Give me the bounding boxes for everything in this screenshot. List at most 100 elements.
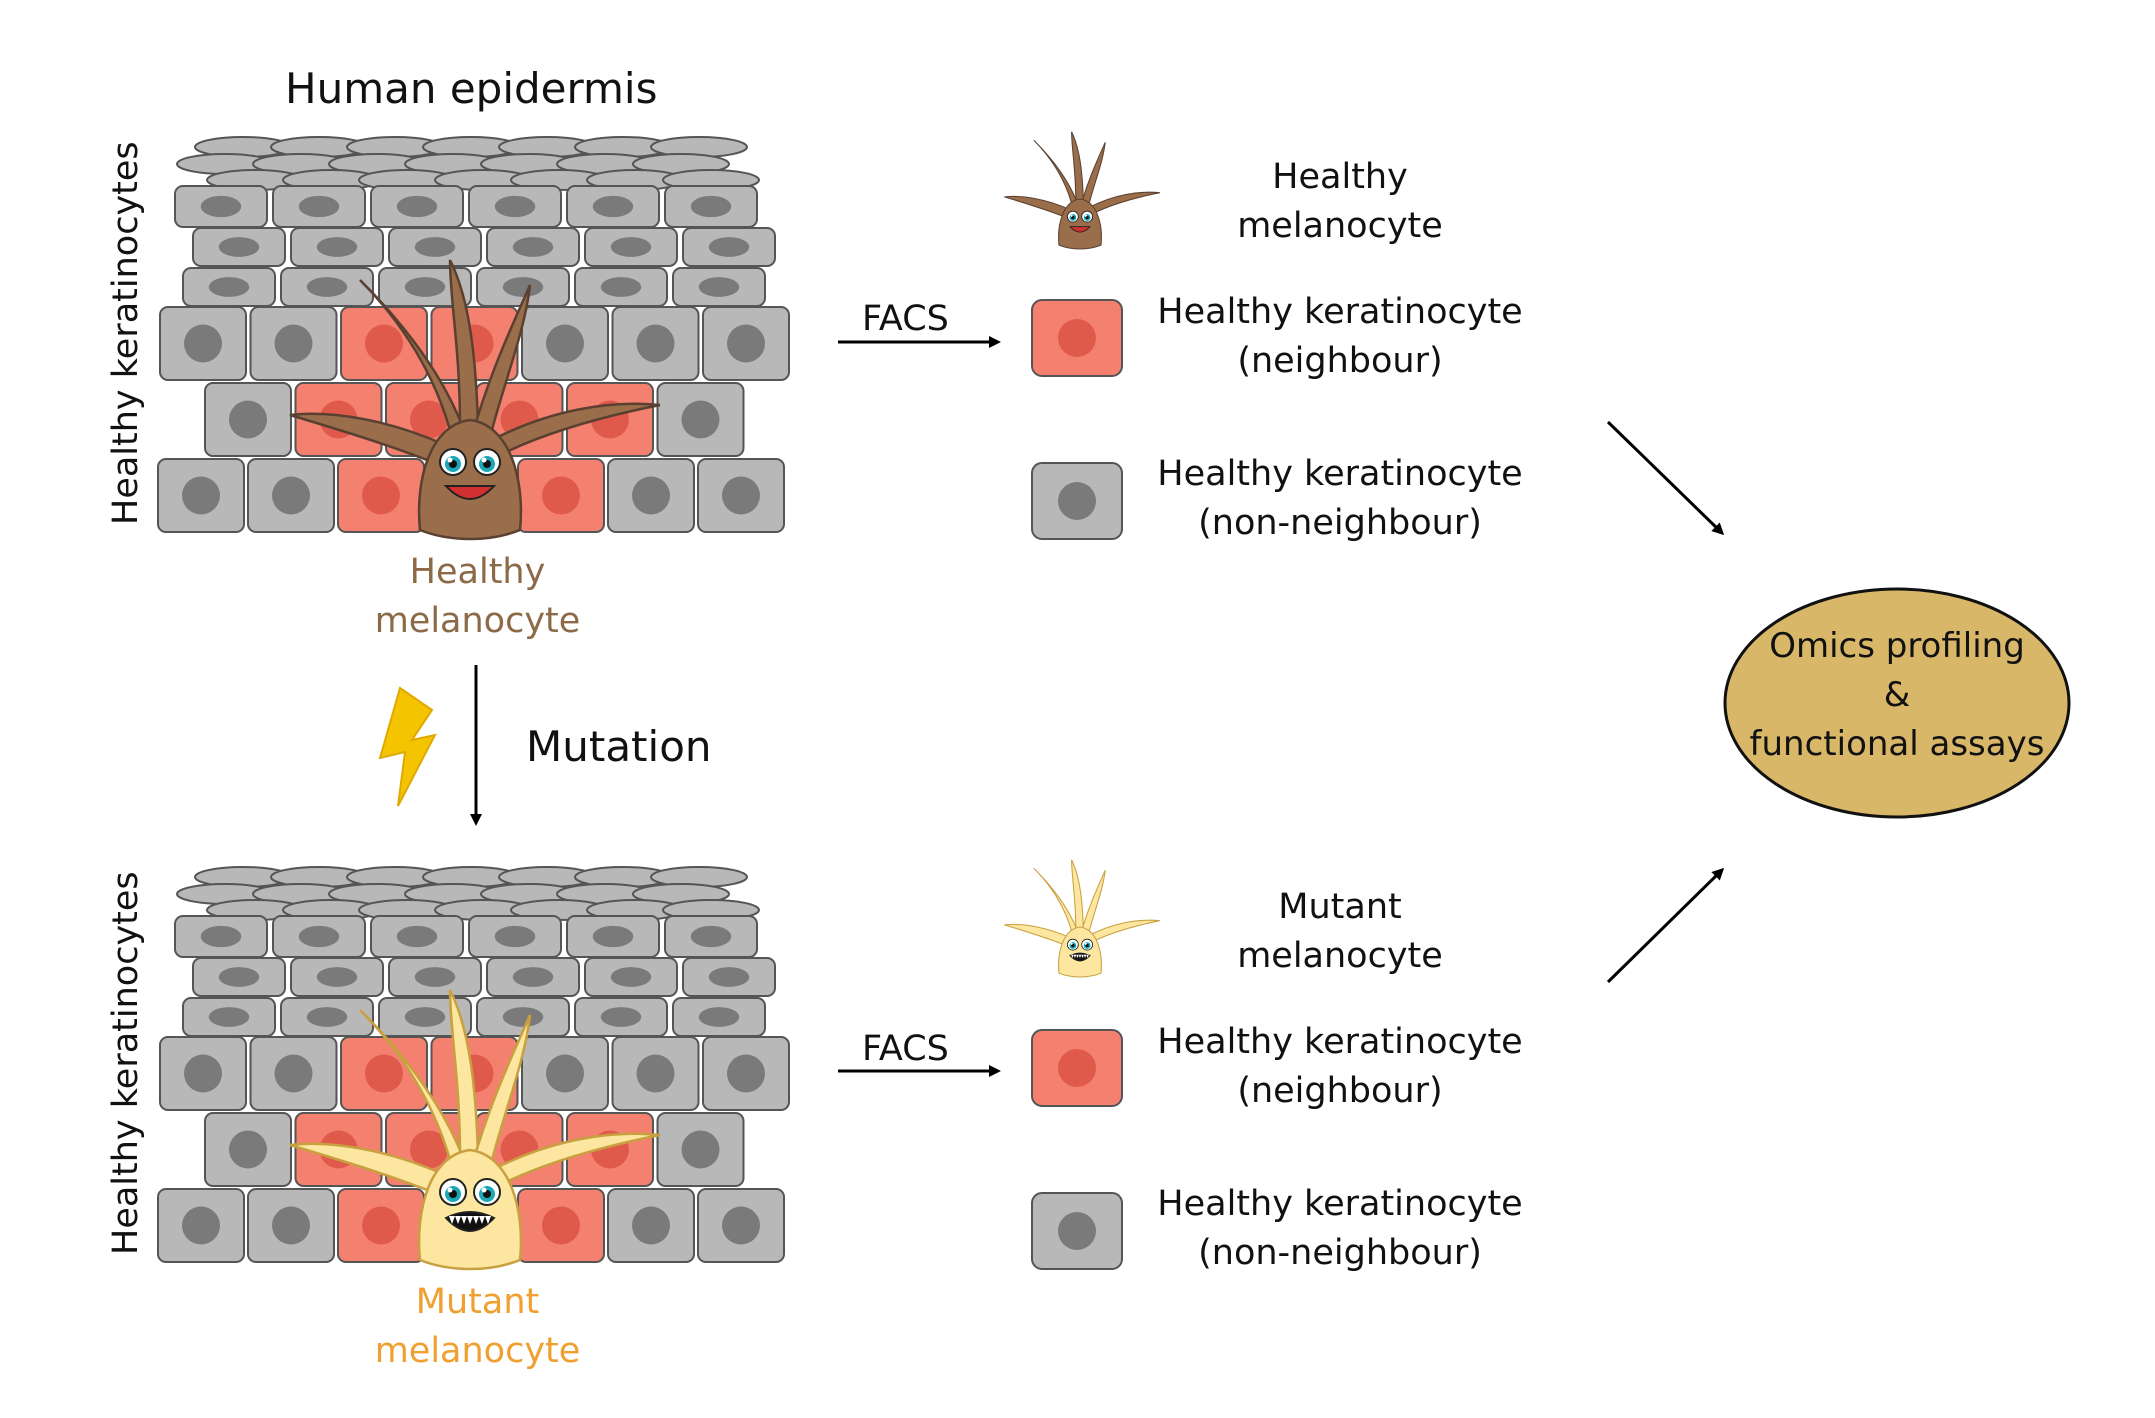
non-neighbour-keratinocyte-icon [1031,1192,1123,1270]
keratinocyte-non-neighbour [249,1036,338,1111]
keratinocyte-non-neighbour [247,1188,335,1263]
melanocyte-body [417,1148,523,1271]
melanocyte-dendrite [1081,870,1106,932]
keratinocyte-non-neighbour [159,306,247,381]
keratinocyte-non-neighbour [697,458,785,533]
legend-bottom-neighbour: Healthy keratinocyte (neighbour) [1157,1022,1523,1111]
outcome-ellipse [1723,587,2071,819]
tooth [479,1216,485,1224]
melanocyte-dendrite [473,1014,532,1162]
keratinocyte-flat [672,997,766,1037]
healthy-melanocyte-icon [1004,131,1160,250]
keratinocyte-flat [672,267,766,307]
keratinocyte-neighbour [337,458,425,533]
keratinocyte-non-neighbour [702,306,790,381]
mutation-label: Mutation [526,722,712,771]
keratinocyte-flat [584,957,678,997]
melanocyte-dendrite [473,284,532,432]
legend-icons [1004,131,1160,1270]
keratinocyte-flat [388,957,482,997]
epidermis-healthy [157,136,790,541]
tooth [449,1216,455,1224]
keratinocyte-flat [174,185,268,228]
melanocyte-body [1058,198,1102,250]
side-label-bottom: Healthy keratinocytes [106,871,146,1255]
lightning-bolt-icon [378,686,437,807]
tooth [467,1216,473,1224]
healthy-melanocyte-caption: Healthy melanocyte [374,552,581,641]
keratinocyte-flat [370,915,464,958]
neighbour-keratinocyte-icon [1031,299,1123,377]
keratinocyte-flat [566,915,660,958]
keratinocyte-flat [574,997,668,1037]
keratinocyte-flat [290,227,384,267]
tooth [1081,954,1084,959]
melanocyte-dendrite [289,412,447,467]
keratinocyte-flat [468,915,562,958]
keratinocyte-non-neighbour [697,1188,785,1263]
keratinocyte-non-neighbour [656,382,745,457]
keratinocyte-flat [486,227,580,267]
tooth [455,1216,461,1224]
keratinocyte-flat [566,185,660,228]
outcome-label: Omics profiling & functional assays [1749,626,2045,764]
tooth [473,1216,479,1224]
keratinocyte-neighbour [517,458,605,533]
keratinocyte-non-neighbour [611,306,700,381]
keratinocyte-flat [664,185,758,228]
legend-bottom-mutant-melanocyte: Mutant melanocyte [1237,887,1443,976]
keratinocyte-non-neighbour [656,1112,745,1187]
tooth [461,1216,467,1224]
tooth [1071,954,1074,959]
keratinocyte-non-neighbour [521,1036,609,1111]
melanocyte-dendrite [448,989,480,1157]
keratinocyte-flat [378,997,472,1037]
melanocyte-dendrite [1033,867,1078,932]
keratinocyte-non-neighbour [247,458,335,533]
keratinocyte-flat [192,957,286,997]
keratinocyte-flat [476,997,570,1037]
melanocyte-dendrite [1081,142,1106,204]
melanocyte-dendrite [1071,859,1084,930]
melanocyte-dendrite [448,259,480,427]
keratinocyte-flat [182,997,276,1037]
keratinocyte-non-neighbour [607,1188,695,1263]
smile-icon [443,485,497,500]
legend-bottom-non-neighbour: Healthy keratinocyte (non-neighbour) [1157,1184,1523,1273]
tooth [1078,954,1082,959]
mutant-melanocyte-cell [289,989,661,1271]
melanocyte-dendrite [1004,923,1071,947]
melanocyte-dendrite [1033,139,1078,204]
arrow-to-outcome-top [1606,420,1725,536]
keratinocyte-flat [664,915,758,958]
keratinocyte-flat [378,267,472,307]
keratinocyte-flat [280,267,374,307]
keratinocyte-neighbour [517,1188,605,1263]
keratinocyte-flat [574,267,668,307]
facs-label-bottom: FACS [862,1029,949,1069]
keratinocyte-non-neighbour [249,306,338,381]
keratinocyte-non-neighbour [157,458,245,533]
keratinocyte-flat [468,185,562,228]
keratinocyte-flat [682,957,776,997]
keratinocyte-non-neighbour [702,1036,790,1111]
keratinocyte-flat [192,227,286,267]
keratinocyte-flat [370,185,464,228]
non-neighbour-keratinocyte-icon [1031,462,1123,540]
page-title: Human epidermis [285,64,658,113]
healthy-melanocyte-cell [289,259,661,541]
tooth [1083,954,1087,959]
keratinocyte-neighbour [340,1036,428,1111]
tooth [1073,954,1077,959]
keratinocyte-flat [272,185,366,228]
keratinocyte-non-neighbour [204,382,292,457]
keratinocyte-non-neighbour [607,458,695,533]
tooth [1086,954,1089,959]
legend-top-neighbour: Healthy keratinocyte (neighbour) [1157,292,1523,381]
legend-top-non-neighbour: Healthy keratinocyte (non-neighbour) [1157,454,1523,543]
neighbour-keratinocyte-icon [1031,1029,1123,1107]
keratinocyte-neighbour [340,306,428,381]
keratinocyte-flat [682,227,776,267]
keratinocyte-flat [486,957,580,997]
